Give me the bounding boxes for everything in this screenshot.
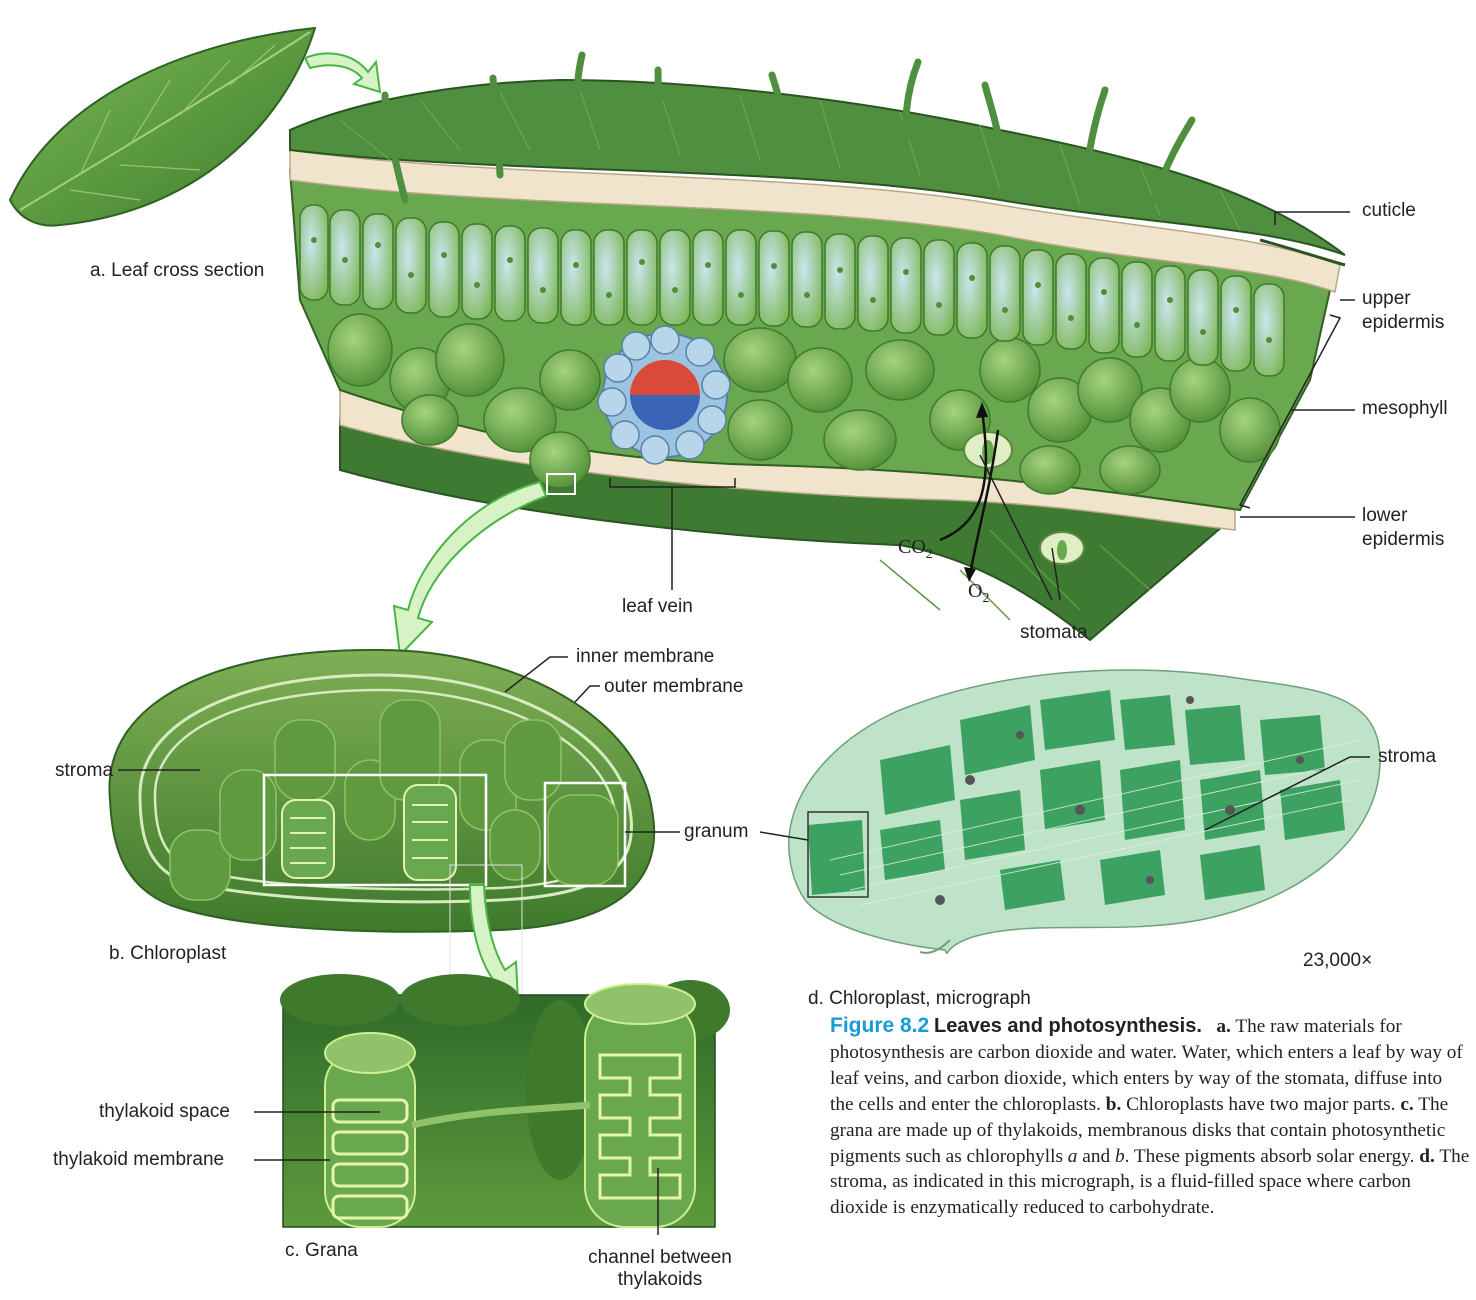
label-magnification: 23,000× [1303,950,1372,972]
label-outer-membrane: outer membrane [604,676,743,698]
panel-label-c: c. Grana [285,1240,358,1262]
label-granum: granum [684,821,748,843]
stoma-underside [1040,532,1084,564]
label-mesophyll: mesophyll [1362,398,1448,420]
figure-title: Leaves and photosynthesis. [934,1015,1202,1037]
label-co2: CO2 [898,536,933,563]
label-lower-epidermis-line1: lower [1362,505,1407,527]
label-leaf-vein: leaf vein [622,596,693,618]
panel-label-a: a. Leaf cross section [90,260,264,282]
figure-number: Figure 8.2 [830,1014,929,1037]
label-stroma: stroma [55,760,113,782]
label-thylakoid-membrane: thylakoid membrane [53,1149,224,1171]
panel-label-d: d. Chloroplast, micrograph [808,988,1031,1010]
curved-arrow-icon [305,53,380,92]
chloroplast [109,650,654,932]
figure-caption: Figure 8.2 Leaves and photosynthesis. a.… [830,1012,1470,1221]
label-upper-epidermis-line2: epidermis [1362,312,1444,334]
panel-label-b: b. Chloroplast [109,943,226,965]
leaf-icon [10,28,315,226]
label-micrograph-stroma: stroma [1378,746,1436,768]
label-inner-membrane: inner membrane [576,646,714,668]
label-lower-epidermis-line2: epidermis [1362,529,1444,551]
label-cuticle: cuticle [1362,200,1416,222]
micrograph [789,670,1380,953]
label-thylakoid-space: thylakoid space [99,1101,230,1123]
grana-panel [280,974,730,1227]
label-channel-between-thylakoids: channel between thylakoids [578,1247,742,1291]
label-stomata: stomata [1020,622,1088,644]
label-o2: O2 [968,580,989,607]
label-upper-epidermis-line1: upper [1362,288,1411,310]
stoma [964,432,1012,468]
